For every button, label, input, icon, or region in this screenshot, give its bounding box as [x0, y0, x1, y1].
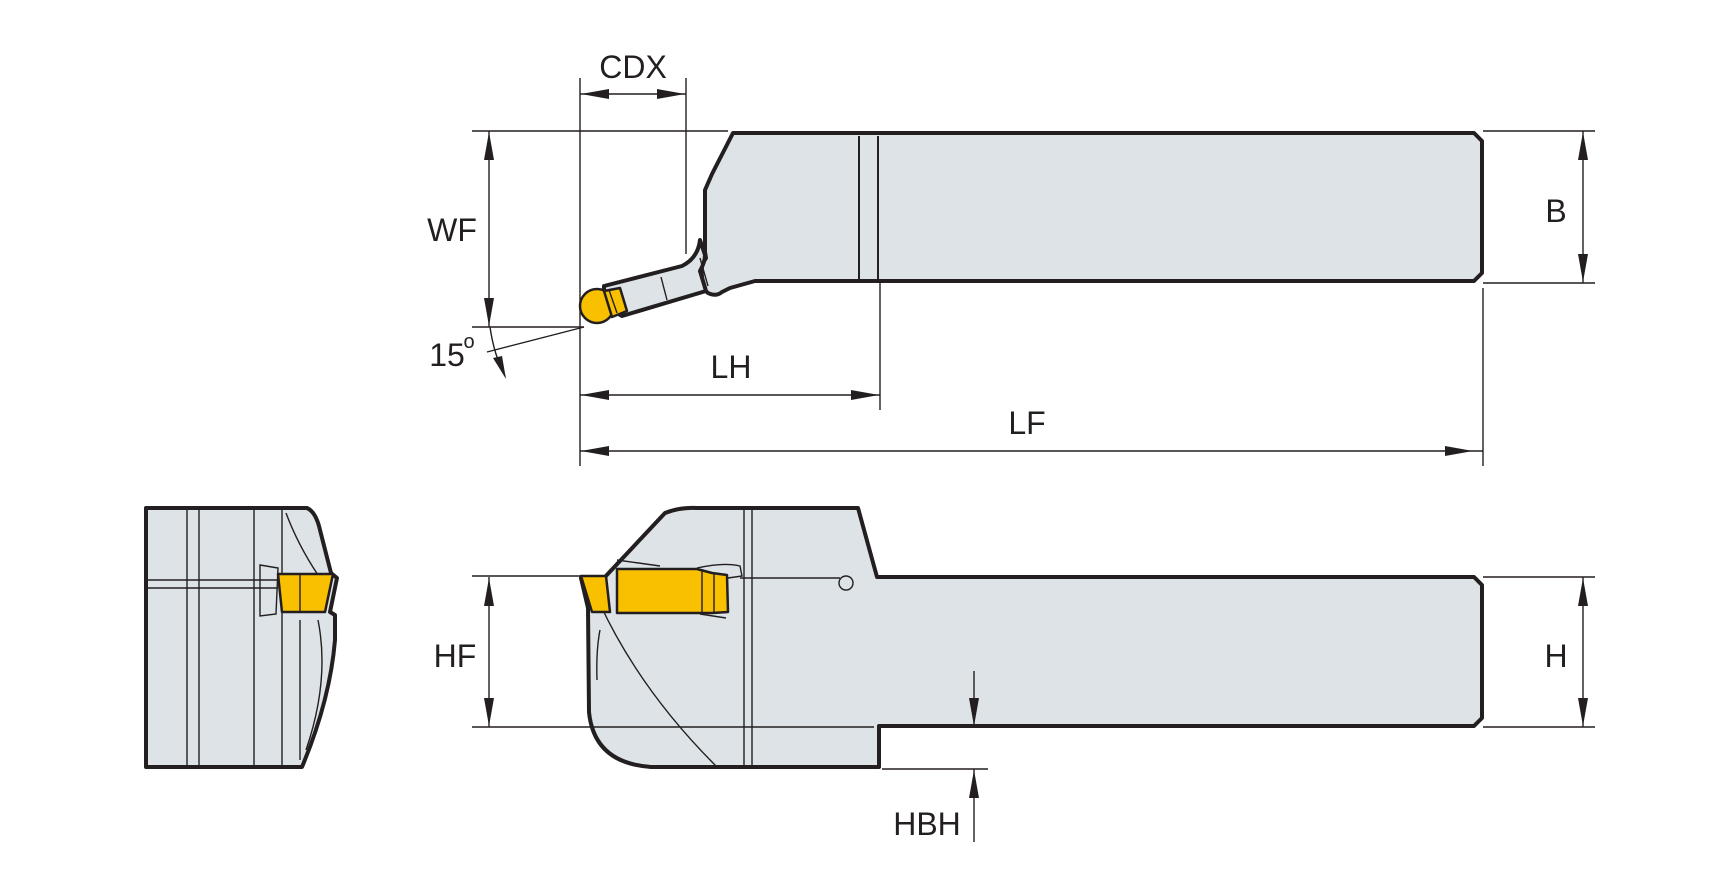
side-view-shank	[579, 505, 1484, 769]
lf-label: LF	[1008, 405, 1045, 441]
lh-label: LH	[711, 349, 752, 385]
cdx-label: CDX	[599, 49, 667, 85]
top-view	[578, 131, 1484, 325]
angle-label: 15	[429, 337, 465, 373]
angle-unit: o	[463, 331, 474, 353]
end-view-insert	[276, 572, 335, 614]
top-view-shank	[698, 131, 1484, 297]
h-label: H	[1544, 638, 1567, 674]
end-view	[144, 506, 339, 769]
hbh-label: HBH	[893, 806, 961, 842]
side-view-insert-tip	[579, 574, 612, 614]
side-view-insert	[615, 567, 730, 615]
hf-label: HF	[434, 638, 477, 674]
wf-label: WF	[427, 212, 477, 248]
b-label: B	[1545, 193, 1566, 229]
side-view	[579, 505, 1484, 769]
dimension-lines	[472, 78, 1595, 842]
top-view-arm	[602, 238, 708, 318]
end-view-body	[144, 506, 339, 769]
